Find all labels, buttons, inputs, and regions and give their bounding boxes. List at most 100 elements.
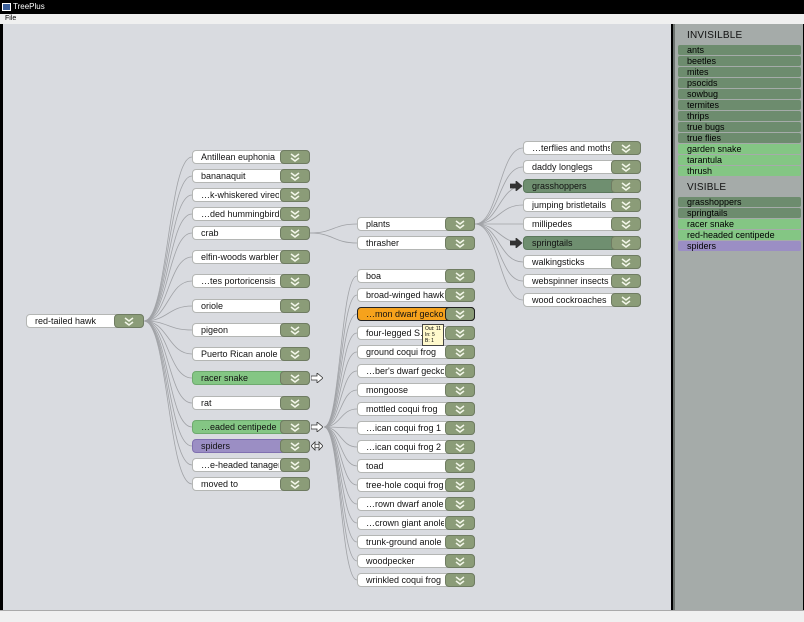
expand-button[interactable] <box>445 364 475 378</box>
expand-button[interactable] <box>280 226 310 240</box>
node-level2[interactable]: …ican coqui frog 1 <box>357 421 475 435</box>
visible-item[interactable]: red-headed centipede <box>678 230 801 240</box>
right-arrow-icon-dark[interactable] <box>510 238 522 248</box>
node-level1[interactable]: …ded hummingbird <box>192 207 310 221</box>
double-arrow-icon[interactable] <box>311 441 323 451</box>
node-level3[interactable]: jumping bristletails <box>523 198 641 212</box>
invisible-item[interactable]: tarantula <box>678 155 801 165</box>
expand-button[interactable] <box>445 440 475 454</box>
node-level2[interactable]: …ber's dwarf gecko <box>357 364 475 378</box>
expand-button[interactable] <box>611 236 641 250</box>
node-level1[interactable]: Antillean euphonia <box>192 150 310 164</box>
invisible-item[interactable]: ants <box>678 45 801 55</box>
node-level2[interactable]: tree-hole coqui frog <box>357 478 475 492</box>
expand-button[interactable] <box>445 345 475 359</box>
node-level1[interactable]: racer snake <box>192 371 310 385</box>
node-level3[interactable]: grasshoppers <box>523 179 641 193</box>
node-level2[interactable]: …crown giant anole <box>357 516 475 530</box>
expand-button[interactable] <box>611 274 641 288</box>
node-level2[interactable]: mottled coqui frog <box>357 402 475 416</box>
expand-button[interactable] <box>445 326 475 340</box>
visible-item[interactable]: springtails <box>678 208 801 218</box>
tree-canvas[interactable]: red-tailed hawk Antillean euphonia bananaq… <box>3 24 671 610</box>
expand-button[interactable] <box>280 169 310 183</box>
node-level3[interactable]: springtails <box>523 236 641 250</box>
node-level2[interactable]: …ican coqui frog 2 <box>357 440 475 454</box>
node-level3[interactable]: daddy longlegs <box>523 160 641 174</box>
node-level1[interactable]: rat <box>192 396 310 410</box>
expand-button[interactable] <box>611 198 641 212</box>
expand-button[interactable] <box>445 535 475 549</box>
node-level2[interactable]: boa <box>357 269 475 283</box>
expand-button[interactable] <box>445 236 475 250</box>
expand-button[interactable] <box>611 160 641 174</box>
expand-button[interactable] <box>445 573 475 587</box>
expand-button[interactable] <box>280 458 310 472</box>
node-level2[interactable]: broad-winged hawk <box>357 288 475 302</box>
invisible-item[interactable]: thrips <box>678 111 801 121</box>
invisible-item[interactable]: true flies <box>678 133 801 143</box>
node-level1[interactable]: crab <box>192 226 310 240</box>
node-level1[interactable]: spiders <box>192 439 310 453</box>
expand-button[interactable] <box>280 396 310 410</box>
expand-button[interactable] <box>280 420 310 434</box>
expand-button[interactable] <box>280 299 310 313</box>
expand-button[interactable] <box>280 323 310 337</box>
node-level2[interactable]: ground coqui frog <box>357 345 475 359</box>
node-level3[interactable]: millipedes <box>523 217 641 231</box>
expand-button[interactable] <box>445 554 475 568</box>
node-red-tailed-hawk[interactable]: red-tailed hawk <box>26 314 144 328</box>
invisible-item[interactable]: termites <box>678 100 801 110</box>
expand-button[interactable] <box>611 293 641 307</box>
visible-item[interactable]: grasshoppers <box>678 197 801 207</box>
node-level2[interactable]: mongoose <box>357 383 475 397</box>
expand-button[interactable] <box>280 477 310 491</box>
node-level3[interactable]: walkingsticks <box>523 255 641 269</box>
expand-button[interactable] <box>445 459 475 473</box>
node-level1[interactable]: Puerto Rican anole <box>192 347 310 361</box>
invisible-item[interactable]: true bugs <box>678 122 801 132</box>
node-level1[interactable]: moved to <box>192 477 310 491</box>
expand-button[interactable] <box>445 478 475 492</box>
expand-button[interactable] <box>445 288 475 302</box>
node-level3[interactable]: …terflies and moths <box>523 141 641 155</box>
node-level1[interactable]: pigeon <box>192 323 310 337</box>
expand-button[interactable] <box>445 516 475 530</box>
expand-button[interactable] <box>611 255 641 269</box>
node-level3[interactable]: wood cockroaches <box>523 293 641 307</box>
expand-button[interactable] <box>280 188 310 202</box>
visible-item[interactable]: spiders <box>678 241 801 251</box>
node-level2[interactable]: four-legged S… <box>357 326 475 340</box>
node-level1[interactable]: …eaded centipede <box>192 420 310 434</box>
expand-button[interactable] <box>280 439 310 453</box>
expand-button[interactable] <box>280 207 310 221</box>
invisible-item[interactable]: beetles <box>678 56 801 66</box>
right-arrow-icon[interactable] <box>311 422 323 432</box>
expand-button[interactable] <box>280 250 310 264</box>
expand-button[interactable] <box>611 217 641 231</box>
invisible-item[interactable]: psocids <box>678 78 801 88</box>
node-level2[interactable]: …mon dwarf gecko <box>357 307 475 321</box>
menu-file[interactable]: File <box>5 15 17 22</box>
invisible-item[interactable]: thrush <box>678 166 801 176</box>
right-arrow-icon[interactable] <box>311 373 323 383</box>
expand-button[interactable] <box>445 307 475 321</box>
node-level1[interactable]: oriole <box>192 299 310 313</box>
invisible-item[interactable]: mites <box>678 67 801 77</box>
invisible-item[interactable]: sowbug <box>678 89 801 99</box>
node-level1[interactable]: …tes portoricensis <box>192 274 310 288</box>
node-level2[interactable]: woodpecker <box>357 554 475 568</box>
invisible-item[interactable]: garden snake <box>678 144 801 154</box>
node-level1[interactable]: bananaquit <box>192 169 310 183</box>
visible-item[interactable]: racer snake <box>678 219 801 229</box>
expand-button[interactable] <box>280 274 310 288</box>
node-level1[interactable]: elfin-woods warbler <box>192 250 310 264</box>
node-level2[interactable]: thrasher <box>357 236 475 250</box>
expand-button[interactable] <box>445 217 475 231</box>
node-level2[interactable]: trunk-ground anole <box>357 535 475 549</box>
expand-button[interactable] <box>280 150 310 164</box>
expand-button[interactable] <box>445 421 475 435</box>
node-level1[interactable]: …e-headed tanager <box>192 458 310 472</box>
node-level2[interactable]: plants <box>357 217 475 231</box>
right-arrow-icon-dark[interactable] <box>510 181 522 191</box>
